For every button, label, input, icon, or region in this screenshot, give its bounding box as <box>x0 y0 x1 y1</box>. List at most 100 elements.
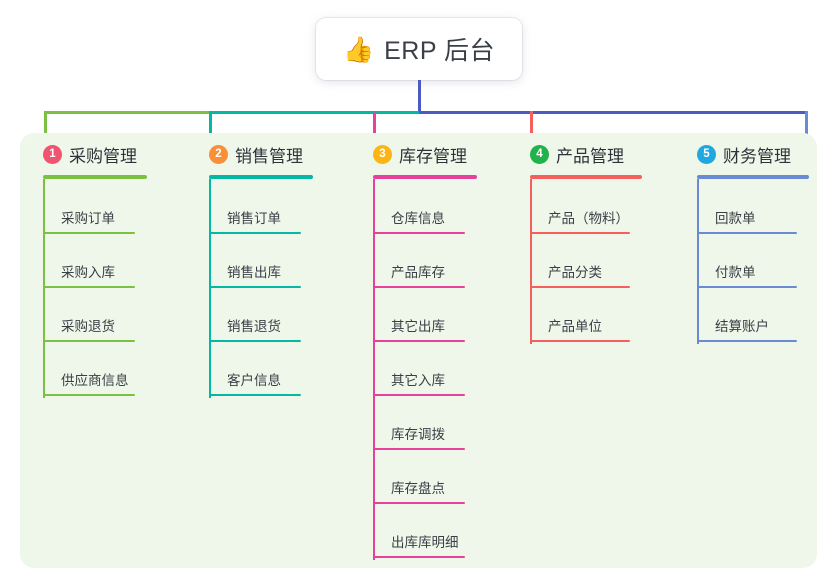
menu-item-label: 产品单位 <box>548 319 602 334</box>
menu-item-label: 采购退货 <box>61 319 115 334</box>
menu-item[interactable]: 付款单 <box>697 256 797 288</box>
column-title-3: 库存管理 <box>399 147 467 166</box>
menu-item-label: 采购订单 <box>61 211 115 226</box>
column-spine-1 <box>43 179 45 398</box>
column-header-3[interactable]: 3 库存管理 <box>373 142 467 167</box>
diagram-panel <box>20 133 817 568</box>
menu-item-label: 结算账户 <box>715 319 769 334</box>
menu-item[interactable]: 产品库存 <box>373 256 465 288</box>
menu-item[interactable]: 仓库信息 <box>373 202 465 234</box>
root-node-title: ERP 后台 <box>384 37 496 65</box>
column-header-4[interactable]: 4 产品管理 <box>530 142 624 167</box>
column-2-销售管理: 2 销售管理销售订单销售出库销售退货客户信息 <box>209 0 353 588</box>
menu-item[interactable]: 采购订单 <box>43 202 135 234</box>
menu-item-label: 付款单 <box>715 265 756 280</box>
menu-item-rule <box>373 448 465 450</box>
menu-item[interactable]: 产品分类 <box>530 256 630 288</box>
menu-item[interactable]: 采购退货 <box>43 310 135 342</box>
column-badge-2: 2 <box>209 145 228 164</box>
column-badge-1: 1 <box>43 145 62 164</box>
menu-item-rule <box>373 556 465 558</box>
menu-item-label: 产品分类 <box>548 265 602 280</box>
menu-item[interactable]: 产品单位 <box>530 310 630 342</box>
menu-item-label: 采购入库 <box>61 265 115 280</box>
column-1-采购管理: 1 采购管理采购订单采购入库采购退货供应商信息 <box>43 0 187 588</box>
column-header-rule-1 <box>43 175 147 179</box>
column-spine-3 <box>373 179 375 560</box>
menu-item-label: 销售退货 <box>227 319 281 334</box>
menu-item-rule <box>697 340 797 342</box>
menu-item-rule <box>209 394 301 396</box>
menu-item[interactable]: 其它入库 <box>373 364 465 396</box>
column-header-2[interactable]: 2 销售管理 <box>209 142 303 167</box>
column-header-rule-2 <box>209 175 313 179</box>
menu-item-rule <box>530 286 630 288</box>
column-badge-3: 3 <box>373 145 392 164</box>
menu-item-label: 其它入库 <box>391 373 445 388</box>
menu-item[interactable]: 其它出库 <box>373 310 465 342</box>
menu-item-label: 供应商信息 <box>61 373 129 388</box>
column-4-产品管理: 4 产品管理产品（物料） 产品分类产品单位 <box>530 0 682 588</box>
menu-item[interactable]: 销售退货 <box>209 310 301 342</box>
menu-item-rule <box>530 340 630 342</box>
column-header-rule-3 <box>373 175 477 179</box>
menu-item-rule <box>209 232 301 234</box>
menu-item-rule <box>209 340 301 342</box>
menu-item-label: 其它出库 <box>391 319 445 334</box>
menu-item[interactable]: 回款单 <box>697 202 797 234</box>
menu-item-label: 产品库存 <box>391 265 445 280</box>
menu-item-rule <box>373 340 465 342</box>
connector-segment-indigo <box>419 111 808 114</box>
menu-item[interactable]: 供应商信息 <box>43 364 135 396</box>
menu-item[interactable]: 结算账户 <box>697 310 797 342</box>
thumbs-up-icon: 👍 <box>342 34 375 64</box>
menu-item-label: 回款单 <box>715 211 756 226</box>
menu-item-label: 产品（物料） <box>548 211 629 226</box>
menu-item-rule <box>697 232 797 234</box>
menu-item-rule <box>43 286 135 288</box>
menu-item-rule <box>43 394 135 396</box>
menu-item-label: 销售出库 <box>227 265 281 280</box>
menu-item-label: 销售订单 <box>227 211 281 226</box>
column-title-2: 销售管理 <box>235 147 303 166</box>
menu-item-rule <box>530 232 630 234</box>
column-3-库存管理: 3 库存管理仓库信息产品库存其它出库其它入库库存调拨库存盘点出库库明细 <box>373 0 517 588</box>
menu-item[interactable]: 销售出库 <box>209 256 301 288</box>
menu-item[interactable]: 库存盘点 <box>373 472 465 504</box>
root-node-erp-backend[interactable]: 👍 ERP 后台 <box>316 18 522 80</box>
column-badge-4: 4 <box>530 145 549 164</box>
menu-item[interactable]: 库存调拨 <box>373 418 465 450</box>
menu-item-rule <box>373 232 465 234</box>
column-spine-2 <box>209 179 211 398</box>
menu-item-label: 库存调拨 <box>391 427 445 442</box>
column-title-1: 采购管理 <box>69 147 137 166</box>
column-title-4: 产品管理 <box>556 147 624 166</box>
menu-item-rule <box>43 340 135 342</box>
root-drop-line <box>417 80 421 114</box>
menu-item-label: 出库库明细 <box>391 535 459 550</box>
connector-segment-green <box>44 111 211 114</box>
column-header-rule-5 <box>697 175 809 179</box>
column-title-5: 财务管理 <box>723 147 791 166</box>
connector-segment-teal <box>209 111 419 114</box>
menu-item[interactable]: 采购入库 <box>43 256 135 288</box>
menu-item[interactable]: 出库库明细 <box>373 526 465 558</box>
column-spine-4 <box>530 179 532 344</box>
menu-item-rule <box>697 286 797 288</box>
menu-item-rule <box>209 286 301 288</box>
column-header-1[interactable]: 1 采购管理 <box>43 142 137 167</box>
menu-item-label: 库存盘点 <box>391 481 445 496</box>
menu-item-rule <box>373 394 465 396</box>
menu-item[interactable]: 客户信息 <box>209 364 301 396</box>
menu-item[interactable]: 产品（物料） <box>530 202 630 234</box>
menu-item-label: 客户信息 <box>227 373 281 388</box>
menu-item[interactable]: 销售订单 <box>209 202 301 234</box>
column-header-rule-4 <box>530 175 642 179</box>
menu-item-rule <box>373 502 465 504</box>
menu-item-rule <box>43 232 135 234</box>
column-spine-5 <box>697 179 699 344</box>
menu-item-label: 仓库信息 <box>391 211 445 226</box>
